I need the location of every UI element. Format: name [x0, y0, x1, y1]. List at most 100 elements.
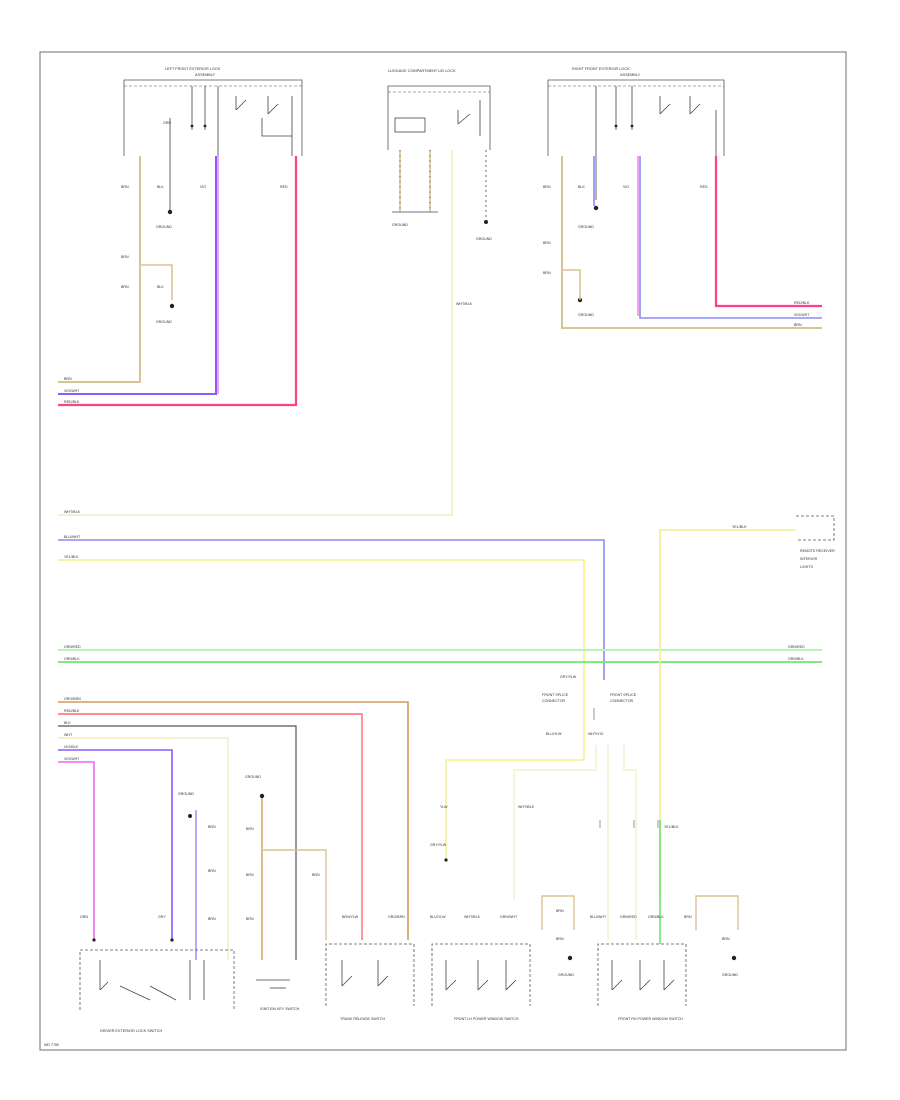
svg-text:FRONT SPLICE: FRONT SPLICE — [610, 693, 637, 697]
svg-text:BRN: BRN — [64, 377, 72, 381]
svg-text:GROUND: GROUND — [578, 225, 594, 229]
svg-text:INTERIOR: INTERIOR — [800, 557, 818, 561]
svg-text:RED/BLK: RED/BLK — [794, 301, 810, 305]
driver-lock-switch: GRN GRY GROUND BRN BRN BRN DRIVER EXTERI… — [79, 792, 235, 1033]
svg-text:ORG/BRN: ORG/BRN — [64, 697, 81, 701]
page-code: WD 7780 — [44, 1043, 59, 1047]
svg-text:BRN: BRN — [246, 917, 254, 921]
svg-text:GRN/BLK: GRN/BLK — [788, 657, 804, 661]
svg-text:GRN/RED: GRN/RED — [788, 645, 805, 649]
svg-text:GRN/BLK: GRN/BLK — [64, 657, 80, 661]
svg-text:WHT/BLK: WHT/BLK — [518, 805, 535, 809]
svg-text:BRN: BRN — [208, 917, 216, 921]
svg-text:RED: RED — [280, 185, 288, 189]
svg-text:BRN: BRN — [543, 271, 551, 275]
svg-text:WHT/BLK: WHT/BLK — [64, 510, 81, 514]
svg-text:BRN: BRN — [208, 869, 216, 873]
wire-yellow-bus — [58, 559, 585, 680]
svg-text:WHT/BLK: WHT/BLK — [464, 915, 481, 919]
splice-area: GRY/YLW FRONT SPLICE FRONT SPLICE CONNEC… — [440, 675, 679, 940]
svg-text:VIO/WHT: VIO/WHT — [64, 389, 80, 393]
right-lock-title: RIGHT FRONT EXTERIOR LOCK — [572, 67, 630, 71]
wire-paleyellow-lid — [58, 150, 453, 516]
driver-lock-label: DRIVER EXTERIOR LOCK SWITCH — [100, 1029, 162, 1033]
wire-pink-right — [714, 156, 822, 308]
svg-text:GRN/BLK: GRN/BLK — [648, 915, 664, 919]
svg-text:GRN/RED: GRN/RED — [64, 645, 81, 649]
svg-text:WHT/BLK: WHT/BLK — [456, 302, 473, 306]
svg-text:BRN: BRN — [543, 241, 551, 245]
svg-text:GRY/YLW: GRY/YLW — [560, 675, 577, 679]
left-lock-box — [123, 79, 303, 156]
svg-text:BRN: BRN — [312, 873, 320, 877]
svg-text:BRN: BRN — [246, 873, 254, 877]
svg-text:CONNECTOR: CONNECTOR — [610, 699, 633, 703]
ground-stub-2: BRN BRN GROUND — [684, 895, 739, 977]
wire-magenta — [58, 761, 95, 940]
left-lock-title: LEFT FRONT EXTERIOR LOCK — [165, 67, 221, 71]
wire-violet — [58, 749, 173, 940]
svg-text:WHT: WHT — [64, 733, 73, 737]
svg-text:BLK: BLK — [157, 285, 164, 289]
svg-text:GRY/YLW: GRY/YLW — [430, 843, 447, 847]
svg-text:BRN: BRN — [794, 323, 802, 327]
svg-text:BLK: BLK — [578, 185, 585, 189]
wire-pink-left — [58, 156, 298, 407]
svg-text:GRY: GRY — [158, 915, 166, 919]
svg-text:REMOTE RECEIVER: REMOTE RECEIVER — [800, 549, 835, 553]
svg-text:CONNECTOR: CONNECTOR — [542, 699, 565, 703]
ignition-key-switch: GROUND BRN BRN BRN BRN IGNITION KEY SWIT… — [245, 775, 327, 1011]
svg-text:VIO/WHT: VIO/WHT — [794, 313, 810, 317]
svg-text:RED/BLK: RED/BLK — [64, 400, 80, 404]
svg-text:FRONT SPLICE: FRONT SPLICE — [542, 693, 569, 697]
svg-text:GROUND: GROUND — [156, 320, 172, 324]
svg-text:GRN/RED: GRN/RED — [620, 915, 637, 919]
ground-stub-1: BRN BRN GROUND — [541, 895, 575, 977]
middle-bus: BLU/WHT YEL/BLK GRN/RED GRN/BLK GRN/RED … — [58, 515, 835, 900]
svg-text:YLW: YLW — [440, 805, 448, 809]
left-lock-wires: BRN BRN BRN BLK BLK VIO RED GROUND GROUN… — [58, 156, 298, 407]
lower-left-bus: ORG/BRN RED/BLK BLK WHT VIO/BLK VIO/WHT — [58, 697, 409, 960]
svg-text:VIO/WHT: VIO/WHT — [64, 757, 80, 761]
wire-orange — [58, 701, 409, 940]
svg-text:VIO: VIO — [200, 185, 206, 189]
wire-black — [58, 725, 297, 960]
lid-lock-title: LUGGAGE COMPARTMENT LID LOCK — [388, 69, 456, 73]
svg-text:BLK: BLK — [64, 721, 71, 725]
trunk-release-switch: BRN/YLW ORG/BRN TRUNK RELEASE SWITCH — [325, 915, 415, 1021]
right-lock-wires: BRN BRN BRN BLK VIO RED GROUND GROUND RE… — [543, 156, 822, 329]
svg-text:GROUND: GROUND — [156, 225, 172, 229]
svg-text:BLU/YLW: BLU/YLW — [546, 732, 562, 736]
svg-text:GROUND: GROUND — [392, 223, 408, 227]
lid-lock-box — [387, 85, 491, 150]
svg-text:ORG/BRN: ORG/BRN — [388, 915, 405, 919]
svg-text:BRN: BRN — [121, 255, 129, 259]
wire-blue-right — [639, 156, 822, 319]
wire-violet-left — [58, 156, 217, 395]
key-switch-label: IGNITION KEY SWITCH — [260, 1007, 300, 1011]
wire-paleyellow — [58, 737, 229, 960]
diagram-frame — [39, 51, 847, 1051]
wire-tan-right — [561, 156, 822, 329]
svg-text:GROUND: GROUND — [578, 313, 594, 317]
svg-text:BRN/YLW: BRN/YLW — [342, 915, 359, 919]
svg-text:BRN: BRN — [208, 825, 216, 829]
right-front-lock-group: RIGHT FRONT EXTERIOR LOCK ASSEMBLY — [547, 67, 725, 303]
svg-text:GROUND: GROUND — [178, 792, 194, 796]
right-power-window-switch: BLU/WHT GRN/RED GRN/BLK FRONT RH POWER W… — [590, 820, 687, 1021]
svg-text:BLU/YLW: BLU/YLW — [430, 915, 446, 919]
svg-text:GRN: GRN — [163, 121, 171, 125]
svg-text:BLU/WHT: BLU/WHT — [590, 915, 607, 919]
svg-text:RED: RED — [700, 185, 708, 189]
svg-text:GRN: GRN — [80, 915, 88, 919]
wire-red — [58, 713, 363, 940]
right-lock-box — [547, 79, 725, 156]
svg-text:BLU/WHT: BLU/WHT — [64, 535, 81, 539]
svg-text:GROUND: GROUND — [722, 973, 738, 977]
svg-text:GROUND: GROUND — [558, 973, 574, 977]
left-power-window-switch: GRY/YLW BLU/YLW WHT/BLK GRN/WHT FRONT LH… — [430, 843, 531, 1021]
right-pwr-switch-label: FRONT RH POWER WINDOW SWITCH — [618, 1017, 683, 1021]
svg-text:BLK: BLK — [157, 185, 164, 189]
svg-text:BRN: BRN — [246, 827, 254, 831]
